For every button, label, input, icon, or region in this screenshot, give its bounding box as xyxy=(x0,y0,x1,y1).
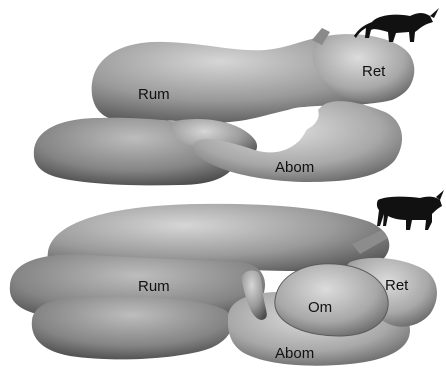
top-label-reticulum: Ret xyxy=(362,63,386,80)
top-panel: Rum Ret Abom xyxy=(34,8,439,185)
bottom-label-rumen: Rum xyxy=(138,278,170,295)
cow-silhouette-icon xyxy=(377,190,444,230)
goat-silhouette-icon xyxy=(354,8,439,42)
top-label-abomasum: Abom xyxy=(275,159,314,176)
bottom-panel: Rum Ret Om Abom xyxy=(10,190,444,366)
bottom-label-abomasum: Abom xyxy=(275,345,314,362)
bottom-label-omasum: Om xyxy=(308,299,332,316)
bottom-rumen-ventral-sac-lower xyxy=(32,296,233,359)
top-label-rumen: Rum xyxy=(138,86,170,103)
bottom-label-reticulum: Ret xyxy=(385,277,409,294)
